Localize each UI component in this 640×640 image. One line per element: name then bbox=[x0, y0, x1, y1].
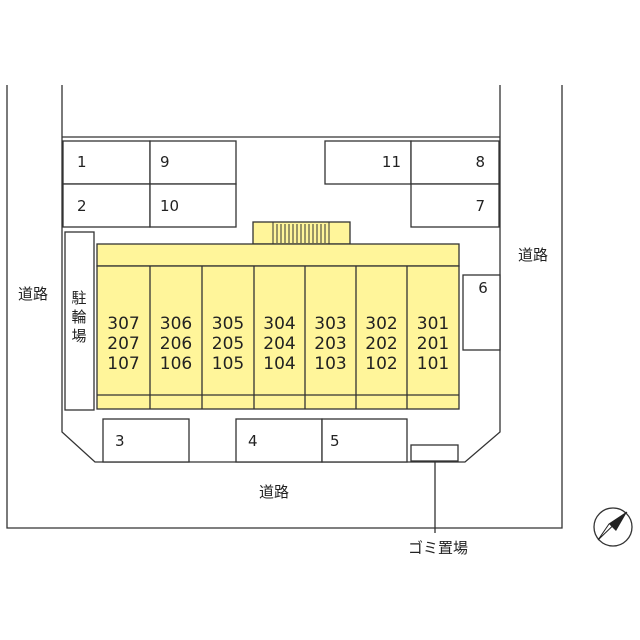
building-corridor bbox=[96, 243, 460, 267]
unit-number: 205 bbox=[212, 334, 244, 354]
parking-space-5 bbox=[321, 418, 408, 463]
parking-space-11 bbox=[324, 140, 412, 185]
garbage-area bbox=[410, 444, 459, 462]
road-label-left: 道路 bbox=[18, 285, 48, 303]
unit-number: 103 bbox=[314, 354, 346, 374]
garbage-label: ゴミ置場 bbox=[408, 539, 468, 557]
unit-number: 202 bbox=[365, 334, 397, 354]
parking-label-10: 10 bbox=[160, 197, 179, 215]
unit-number: 107 bbox=[107, 354, 139, 374]
parking-label-7: 7 bbox=[475, 197, 485, 215]
bicycle-parking bbox=[64, 231, 95, 411]
unit-number: 101 bbox=[417, 354, 449, 374]
unit-number: 201 bbox=[417, 334, 449, 354]
parking-label-8: 8 bbox=[475, 153, 485, 171]
bicycle-parking-label-1: 駐 bbox=[71, 289, 86, 307]
parking-space-9 bbox=[149, 140, 237, 185]
parking-space-7 bbox=[410, 183, 500, 228]
parking-space-3 bbox=[102, 418, 190, 463]
road-label-bottom: 道路 bbox=[259, 483, 289, 501]
unit-number: 207 bbox=[107, 334, 139, 354]
unit-number: 301 bbox=[417, 314, 449, 334]
parking-space-6 bbox=[462, 274, 501, 351]
unit-number: 306 bbox=[160, 314, 192, 334]
unit-number: 302 bbox=[365, 314, 397, 334]
parking-spaces bbox=[62, 140, 501, 463]
unit-number: 104 bbox=[263, 354, 295, 374]
unit-number: 204 bbox=[263, 334, 295, 354]
parking-space-1 bbox=[62, 140, 151, 185]
unit-number: 307 bbox=[107, 314, 139, 334]
parking-label-6: 6 bbox=[478, 279, 488, 297]
unit-number: 203 bbox=[314, 334, 346, 354]
parking-label-1: 1 bbox=[77, 153, 87, 171]
bicycle-parking-label-2: 輪 bbox=[71, 308, 86, 326]
building-body bbox=[96, 265, 460, 410]
road-label-right: 道路 bbox=[518, 246, 548, 264]
parking-label-2: 2 bbox=[77, 197, 87, 215]
stairs-icon bbox=[272, 221, 330, 245]
unit-number: 102 bbox=[365, 354, 397, 374]
parking-space-4 bbox=[235, 418, 323, 463]
parking-label-3: 3 bbox=[115, 432, 125, 450]
unit-number: 105 bbox=[212, 354, 244, 374]
unit-number: 206 bbox=[160, 334, 192, 354]
unit-number: 106 bbox=[160, 354, 192, 374]
parking-label-4: 4 bbox=[248, 432, 258, 450]
unit-number: 305 bbox=[212, 314, 244, 334]
bicycle-parking-label-3: 場 bbox=[71, 327, 86, 345]
parking-label-9: 9 bbox=[160, 153, 170, 171]
parking-space-2 bbox=[62, 183, 151, 228]
parking-space-8 bbox=[410, 140, 500, 185]
unit-number: 304 bbox=[263, 314, 295, 334]
parking-label-11: 11 bbox=[382, 153, 401, 171]
parking-label-5: 5 bbox=[330, 432, 340, 450]
north-arrow-icon bbox=[593, 507, 633, 547]
apartment-building bbox=[96, 221, 460, 410]
unit-number: 303 bbox=[314, 314, 346, 334]
parking-space-10 bbox=[149, 183, 237, 228]
